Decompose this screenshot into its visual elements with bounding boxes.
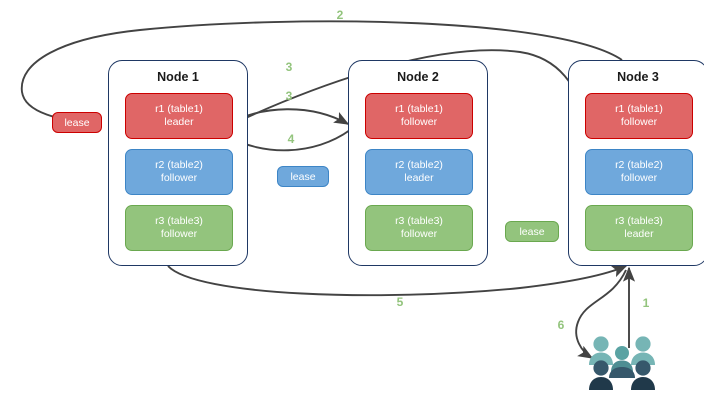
replica-name: r1 (table1): [155, 103, 203, 115]
arrow-step-5: [167, 265, 628, 297]
node-3-replica-r1[interactable]: r1 (table1) follower: [585, 93, 693, 139]
replica-role: follower: [620, 172, 658, 184]
lease-badge-green[interactable]: lease: [505, 221, 559, 242]
node-1-replica-r1[interactable]: r1 (table1) leader: [125, 93, 233, 139]
step-label-1: 1: [642, 296, 650, 310]
replica-name: r3 (table3): [395, 215, 443, 227]
arrow-step-6: [575, 269, 627, 359]
node-2-replica-r1[interactable]: r1 (table1) follower: [365, 93, 473, 139]
node-3-title: Node 3: [617, 70, 659, 84]
replica-role: follower: [400, 228, 438, 240]
lease-badge-blue[interactable]: lease: [277, 166, 329, 187]
node-2-container[interactable]: Node 2 r1 (table1) follower r2 (table2) …: [348, 60, 488, 266]
step-label-3-lower: 3: [285, 89, 293, 103]
replica-role: follower: [400, 116, 438, 128]
replica-name: r2 (table2): [615, 159, 663, 171]
replica-role: leader: [404, 172, 434, 184]
lease-badge-red[interactable]: lease: [52, 112, 102, 133]
replica-name: r3 (table3): [155, 215, 203, 227]
replica-role: follower: [160, 172, 198, 184]
replica-role: leader: [164, 116, 194, 128]
replica-name: r1 (table1): [395, 103, 443, 115]
step-label-4: 4: [287, 132, 295, 146]
node-1-replica-r3[interactable]: r3 (table3) follower: [125, 205, 233, 251]
step-label-2: 2: [336, 8, 344, 22]
replica-name: r1 (table1): [615, 103, 663, 115]
step-label-6: 6: [557, 318, 565, 332]
replica-name: r3 (table3): [615, 215, 663, 227]
replica-name: r2 (table2): [395, 159, 443, 171]
node-2-replica-r3[interactable]: r3 (table3) follower: [365, 205, 473, 251]
node-3-replica-r3[interactable]: r3 (table3) leader: [585, 205, 693, 251]
node-3-replica-r2[interactable]: r2 (table2) follower: [585, 149, 693, 195]
node-2-replica-r2[interactable]: r2 (table2) leader: [365, 149, 473, 195]
replica-role: follower: [620, 116, 658, 128]
node-1-title: Node 1: [157, 70, 199, 84]
node-1-container[interactable]: Node 1 r1 (table1) leader r2 (table2) fo…: [108, 60, 248, 266]
replica-name: r2 (table2): [155, 159, 203, 171]
replica-role: follower: [160, 228, 198, 240]
replica-role: leader: [624, 228, 654, 240]
step-label-3-upper: 3: [285, 60, 293, 74]
node-1-replica-r2[interactable]: r2 (table2) follower: [125, 149, 233, 195]
node-2-title: Node 2: [397, 70, 439, 84]
step-label-5: 5: [396, 295, 404, 309]
node-3-container[interactable]: Node 3 r1 (table1) follower r2 (table2) …: [568, 60, 704, 266]
arrow-step-2: [20, 20, 623, 128]
users-group-icon: [586, 334, 658, 394]
